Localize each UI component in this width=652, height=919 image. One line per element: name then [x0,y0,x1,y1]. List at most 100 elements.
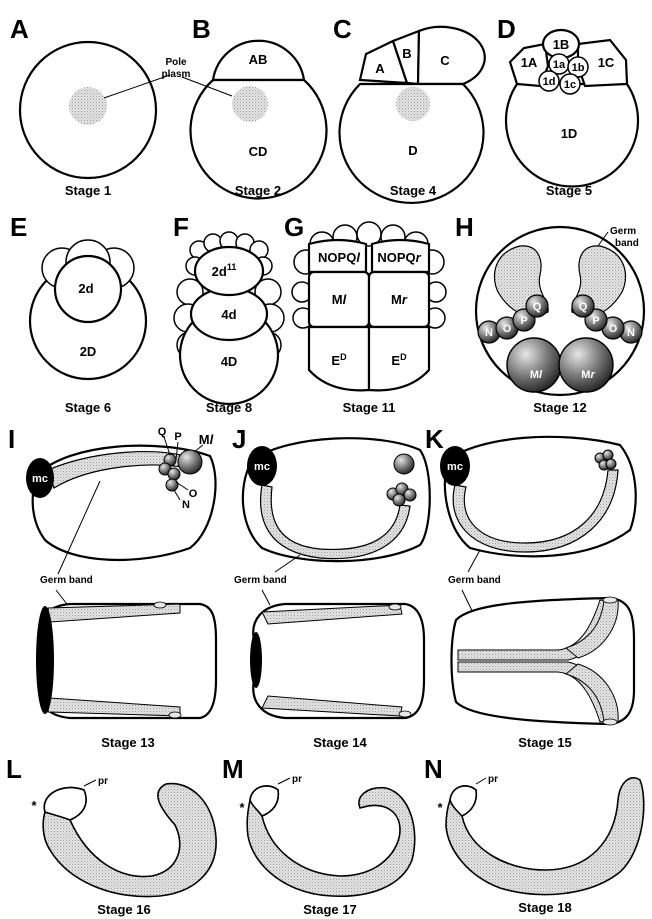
micromere-cap-mc [250,632,262,688]
panel-n: N pr * Stage 18 [424,754,644,915]
teloblast [169,712,181,718]
teloblast-label: Q [533,301,542,313]
teloblast [603,719,617,725]
panel-letter: L [6,754,22,784]
panel-e: E 2d 2D Stage 6 [10,212,146,415]
teloblast [389,604,401,610]
cell-label: AB [249,52,268,67]
panel-a: A Stage 1 [10,14,170,198]
panel-i: I mc Q P Ml O N Germ band Stage 13 [8,424,216,750]
asterisk-marker: * [239,800,245,815]
mc-label: mc [32,473,48,485]
teloblast-label: Q [579,301,588,313]
panel-k: K mc Germ band Stage 15 [425,424,636,750]
stage-label: Stage 13 [101,735,154,750]
panel-g: G NOPQl NOPQr Ml Mr ED ED Stage 11 [284,212,446,415]
pr-leader [84,780,96,786]
panel-letter: B [192,14,211,44]
cell-label: NOPQr [377,250,421,265]
pole-plasm [69,87,107,125]
pole-plasm-label: plasm [162,69,191,80]
panel-b: B Pole plasm AB CD Stage 2 [162,14,327,199]
cell-label: B [402,46,411,61]
cell-label: 1D [561,126,578,141]
teloblast-label: P [520,315,527,327]
teloblast-label: N [485,327,493,339]
micromere-cap-mc [36,606,54,714]
panel-letter: C [333,14,352,44]
mc-label: mc [447,461,463,473]
panel-letter: I [8,424,15,454]
teloblast [603,597,617,603]
stage-label: Stage 16 [97,902,150,917]
stage-label: Stage 5 [546,183,592,198]
teloblast-m [394,454,414,474]
cell-label: 2D [80,344,97,359]
stage-label: Stage 14 [313,735,367,750]
stage-label: Stage 2 [235,183,281,198]
pole-plasm [396,87,430,121]
teloblast-label: Ml [199,432,214,447]
cell-label: 4D [221,354,238,369]
pr-label: pr [488,774,498,785]
teloblast-label: N [182,499,190,511]
panel-letter: F [173,212,189,242]
pole-plasm-label: Pole [165,57,187,68]
germ-band-label: Germ band [40,575,93,586]
germ-band-label: Germ [610,226,636,237]
cell-label: NOPQl [318,250,360,265]
panel-h: H Germ band N O P Q N O P Q Ml Mr Stage … [455,212,644,415]
stage-label: Stage 12 [533,400,586,415]
asterisk-marker: * [437,800,443,815]
cell-label: D [408,143,417,158]
panel-letter: A [10,14,29,44]
pr-leader [476,778,486,784]
teloblast-label: P [592,315,599,327]
germ-band-label: band [615,238,639,249]
asterisk-marker: * [31,798,37,813]
teloblast-label: Ml [530,369,543,381]
teloblast-label: P [174,431,181,443]
panel-letter: E [10,212,27,242]
teloblast-label: N [627,327,635,339]
cell-label: A [375,61,385,76]
teloblast-label: O [189,488,198,500]
cell-label: 2d [78,281,93,296]
stage-label: Stage 15 [518,735,571,750]
teloblast-m-right [559,338,613,392]
teloblast-m-left [507,338,561,392]
cell-label: Ml [332,292,347,307]
cell-label: 1B [553,37,570,52]
stage-label: Stage 8 [206,400,252,415]
stage-label: Stage 18 [518,900,571,915]
teloblast-label: Mr [581,369,595,381]
mc-label: mc [254,461,270,473]
stage-label: Stage 4 [390,183,437,198]
panel-letter: N [424,754,443,784]
panel-letter: H [455,212,474,242]
cell-label: 1C [598,55,615,70]
panel-letter: G [284,212,304,242]
panel-m: M pr * Stage 17 [222,754,415,917]
stage-label: Stage 6 [65,400,111,415]
teloblast-label: O [503,323,512,335]
blastomere-c [418,27,485,84]
teloblast [399,711,411,717]
panel-letter: M [222,754,244,784]
stage-label: Stage 11 [343,400,396,415]
panel-d: D 1A 1B 1C 1D 1a 1b 1d 1c Stage 5 [497,14,638,198]
panel-letter: J [232,424,246,454]
cell-label: 1b [572,62,585,74]
pr-leader [278,778,290,784]
cell-label: C [440,53,450,68]
teloblast-label: O [609,323,618,335]
germ-band-label: Germ band [234,575,287,586]
pr-label: pr [292,774,302,785]
pole-plasm [232,86,268,122]
cell-label: Mr [391,292,408,307]
cell-label: 1c [564,79,576,91]
panel-c: C A B C D Stage 4 [333,14,485,203]
germ-band-label: Germ band [448,575,501,586]
stage-label: Stage 17 [303,902,356,917]
